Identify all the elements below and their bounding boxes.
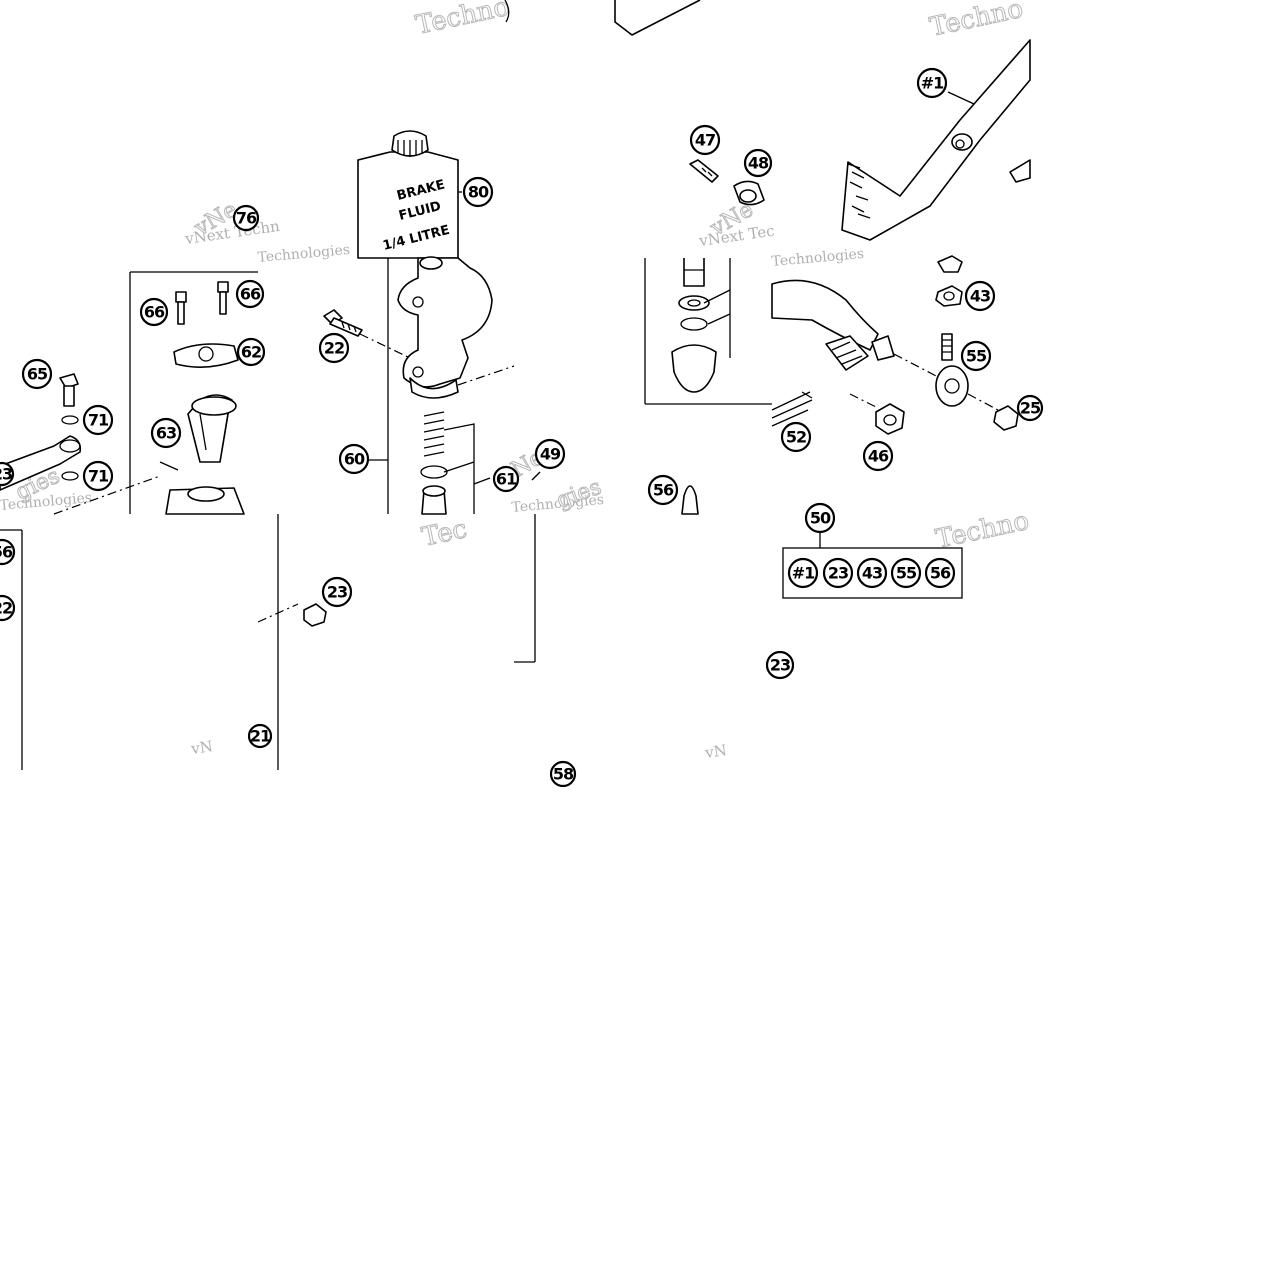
kit-item: 23 <box>822 557 854 589</box>
callout-22: 22 <box>0 594 16 622</box>
watermark: Tec <box>419 514 470 553</box>
callout-76: 76 <box>232 204 260 232</box>
callout-66: 66 <box>235 279 265 309</box>
svg-text:55: 55 <box>966 347 987 366</box>
callout-52: 52 <box>780 421 812 453</box>
svg-text:58: 58 <box>553 765 574 784</box>
svg-text:21: 21 <box>250 727 271 746</box>
watermark: Techno <box>413 0 512 41</box>
svg-text:76: 76 <box>236 209 257 228</box>
master-cylinder <box>397 256 515 515</box>
left-panel-parts <box>0 281 245 515</box>
svg-text:52: 52 <box>786 428 806 447</box>
callout-21: 21 <box>247 723 273 749</box>
brake-fluid-bottle: BRAKE FLUID 1/4 LITRE <box>357 130 459 259</box>
watermark: Techno <box>927 0 1026 43</box>
callout-48: 48 <box>743 148 773 178</box>
svg-text:60: 60 <box>344 450 365 469</box>
svg-text:61: 61 <box>496 470 517 489</box>
svg-text:#1: #1 <box>921 74 944 93</box>
callout-66: 66 <box>139 297 169 327</box>
kit-item: 43 <box>856 557 888 589</box>
watermark: vN <box>703 741 728 762</box>
callout-46: 46 <box>862 440 894 472</box>
callout-23: 23 <box>765 650 795 680</box>
svg-text:71: 71 <box>88 411 109 430</box>
callout-25: 25 <box>1016 394 1044 422</box>
callout-23: 23 <box>321 576 353 608</box>
svg-text:#1: #1 <box>792 564 815 583</box>
svg-text:56: 56 <box>653 481 674 500</box>
svg-text:22: 22 <box>0 599 12 618</box>
callout-56: 56 <box>647 474 679 506</box>
callout-71: 71 <box>82 404 114 436</box>
svg-text:25: 25 <box>1020 399 1041 418</box>
bleed-valve <box>681 485 699 515</box>
svg-text:80: 80 <box>468 183 489 202</box>
svg-text:23: 23 <box>828 564 848 583</box>
callout-50: 50 <box>804 502 836 534</box>
callout-47: 47 <box>689 124 721 156</box>
svg-text:65: 65 <box>27 365 48 384</box>
svg-text:56: 56 <box>0 543 13 562</box>
brake-pedal <box>841 39 1031 241</box>
svg-text:46: 46 <box>868 447 889 466</box>
callout-55: 55 <box>960 340 992 372</box>
callout-80: 80 <box>462 176 494 208</box>
callout-49: 49 <box>534 438 566 470</box>
watermark: Technologies <box>257 242 351 266</box>
watermark: Technologies <box>771 246 865 270</box>
callout-63: 63 <box>150 417 182 449</box>
svg-text:47: 47 <box>695 131 715 150</box>
watermark: vN <box>189 737 214 758</box>
kit-item: #1 <box>787 557 819 589</box>
kit-item: 56 <box>924 557 956 589</box>
callout-58: 58 <box>549 760 577 788</box>
svg-text:50: 50 <box>810 509 831 528</box>
svg-text:71: 71 <box>88 467 109 486</box>
callout-56: 56 <box>0 538 16 566</box>
svg-text:23: 23 <box>327 583 347 602</box>
kit-item: 55 <box>890 557 922 589</box>
callout-60: 60 <box>338 443 370 475</box>
callout-1: #1 <box>916 67 948 99</box>
callout-23: 23 <box>0 461 15 487</box>
svg-text:43: 43 <box>970 287 990 306</box>
svg-text:49: 49 <box>540 445 561 464</box>
panel-borders <box>0 258 772 770</box>
svg-text:56: 56 <box>930 564 951 583</box>
callout-61: 61 <box>492 465 520 493</box>
kit-box <box>782 547 963 599</box>
svg-text:63: 63 <box>156 424 176 443</box>
parts-artwork: BRAKE FLUID 1/4 LITRE <box>0 0 1031 627</box>
svg-text:22: 22 <box>324 339 344 358</box>
watermarks: Techno Techno vNext Techn vNext Tec Tech… <box>0 0 1032 762</box>
callout-62: 62 <box>236 337 266 367</box>
svg-text:43: 43 <box>862 564 882 583</box>
svg-text:62: 62 <box>241 343 261 362</box>
pushrod-linkage <box>771 255 1019 435</box>
callout-43: 43 <box>964 280 996 312</box>
svg-text:48: 48 <box>748 154 769 173</box>
bolt-22 <box>323 309 411 359</box>
piston-stack <box>671 258 731 393</box>
svg-text:66: 66 <box>144 303 165 322</box>
callout-71: 71 <box>82 460 114 492</box>
svg-text:23: 23 <box>0 465 12 484</box>
callout-22: 22 <box>318 332 350 364</box>
svg-text:23: 23 <box>770 656 790 675</box>
svg-text:66: 66 <box>240 285 261 304</box>
screw-and-bushing <box>689 159 765 206</box>
callouts: 80 76 66 66 62 65 71 71 63 22 60 61 49 4… <box>0 67 1044 788</box>
nut-23 <box>257 603 327 627</box>
callout-65: 65 <box>21 358 53 390</box>
svg-text:55: 55 <box>896 564 917 583</box>
